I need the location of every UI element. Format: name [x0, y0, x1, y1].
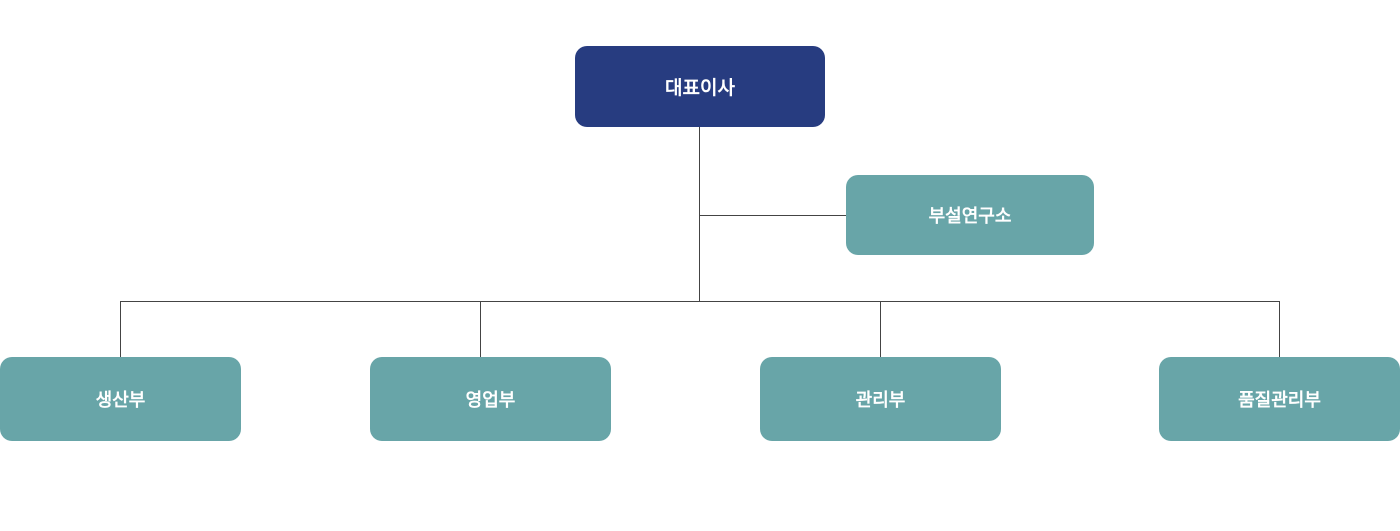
production-dept-node: 생산부 [0, 357, 241, 441]
dept-4-drop-line [1279, 301, 1280, 358]
dept-3-drop-line [880, 301, 881, 358]
dept-1-drop-line [120, 301, 121, 357]
ceo-node: 대표이사 [575, 46, 825, 127]
sales-dept-node: 영업부 [370, 357, 611, 441]
dept-bus-line [120, 301, 1280, 302]
management-dept-node: 관리부 [760, 357, 1001, 441]
dept-2-drop-line [480, 301, 481, 358]
research-lab-node: 부설연구소 [846, 175, 1094, 255]
quality-control-dept-node: 품질관리부 [1159, 357, 1400, 441]
ceo-trunk-line [699, 127, 700, 301]
lab-branch-line [699, 215, 846, 216]
